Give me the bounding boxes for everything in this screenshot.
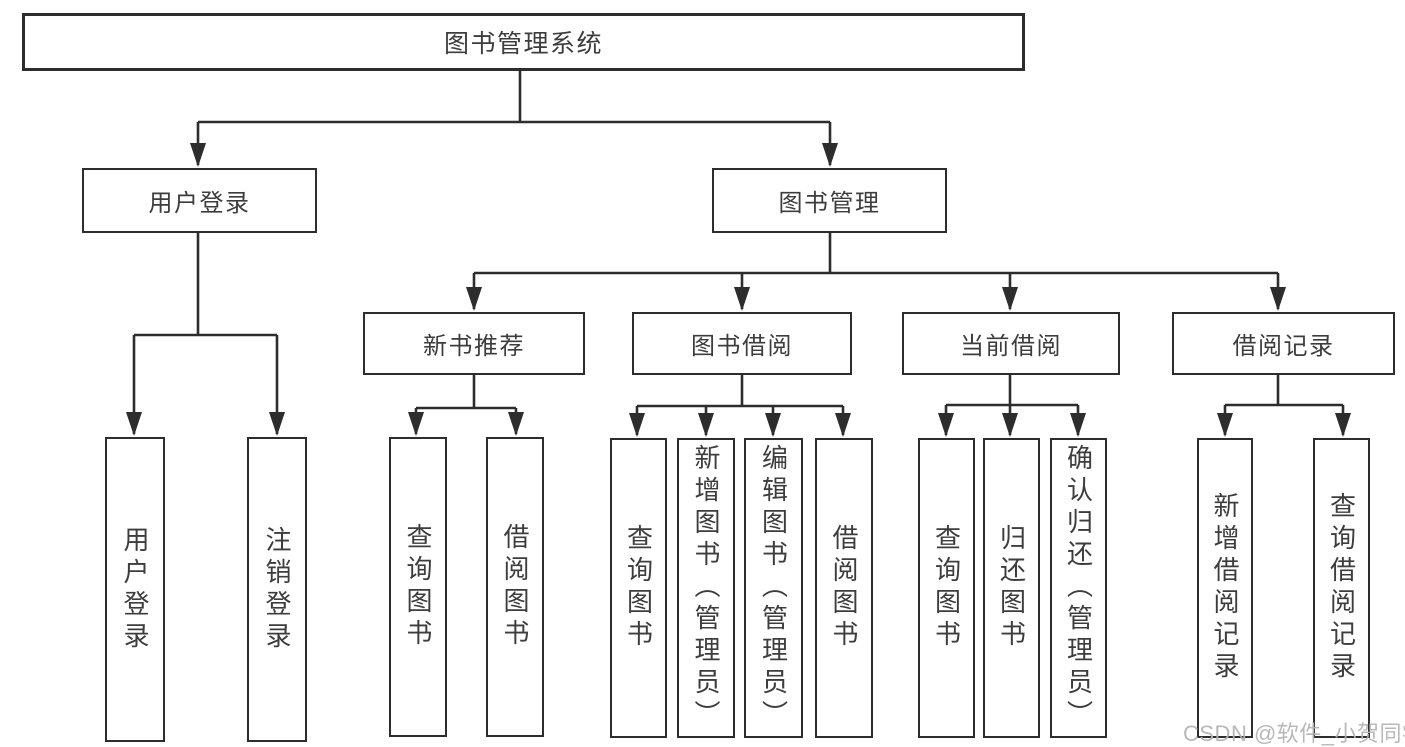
leaf-add-books-admin: 新增图书（管理员） bbox=[677, 438, 735, 738]
leaf-confirm-return-admin: 确认归还（管理员） bbox=[1050, 438, 1107, 738]
leaf-edit-books-admin-label: 编辑图书（管理员） bbox=[758, 444, 789, 732]
leaf-query-books-recommend: 查询图书 bbox=[389, 437, 447, 737]
leaf-user-login-label: 用户登录 bbox=[120, 525, 150, 654]
node-user-login: 用户登录 bbox=[82, 168, 317, 233]
node-borrowing-records-label: 借阅记录 bbox=[1232, 333, 1335, 360]
leaf-borrow-books-recommend-label: 借阅图书 bbox=[500, 523, 530, 651]
node-new-book-recommend-label: 新书推荐 bbox=[423, 333, 525, 360]
leaf-query-books-recommend-label: 查询图书 bbox=[403, 523, 433, 651]
leaf-borrow-books-label: 借阅图书 bbox=[829, 524, 859, 652]
node-current-borrowing: 当前借阅 bbox=[902, 312, 1120, 375]
leaf-add-books-admin-label: 新增图书（管理员） bbox=[691, 444, 721, 732]
leaf-query-books-borrowing-label: 查询图书 bbox=[623, 524, 654, 652]
leaf-query-borrow-record-label: 查询借阅记录 bbox=[1326, 492, 1357, 684]
leaf-return-books-label: 归还图书 bbox=[996, 524, 1027, 652]
node-root: 图书管理系统 bbox=[22, 13, 1025, 71]
leaf-return-books: 归还图书 bbox=[983, 438, 1040, 738]
leaf-borrow-books: 借阅图书 bbox=[815, 438, 873, 738]
leaf-add-borrow-record: 新增借阅记录 bbox=[1197, 438, 1253, 738]
leaf-logout-label: 注销登录 bbox=[262, 525, 292, 654]
leaf-query-books-current-label: 查询图书 bbox=[931, 524, 962, 652]
leaf-logout: 注销登录 bbox=[247, 437, 307, 742]
leaf-query-books-current: 查询图书 bbox=[918, 438, 975, 738]
node-book-borrowing-label: 图书借阅 bbox=[691, 333, 793, 360]
node-user-login-label: 用户登录 bbox=[148, 190, 251, 217]
csdn-watermark: CSDN @软件_小贺同学 bbox=[1183, 721, 1405, 746]
node-current-borrowing-label: 当前借阅 bbox=[960, 333, 1062, 360]
node-root-label: 图书管理系统 bbox=[443, 30, 603, 58]
leaf-edit-books-admin: 编辑图书（管理员） bbox=[744, 438, 803, 738]
leaf-borrow-books-recommend: 借阅图书 bbox=[486, 437, 544, 737]
leaf-user-login: 用户登录 bbox=[105, 437, 165, 742]
node-borrowing-records: 借阅记录 bbox=[1172, 312, 1395, 375]
node-book-management-label: 图书管理 bbox=[778, 190, 881, 217]
leaf-add-borrow-record-label: 新增借阅记录 bbox=[1210, 492, 1240, 684]
leaf-confirm-return-admin-label: 确认归还（管理员） bbox=[1063, 444, 1094, 732]
leaf-query-borrow-record: 查询借阅记录 bbox=[1313, 438, 1370, 738]
node-book-borrowing: 图书借阅 bbox=[632, 312, 852, 375]
leaf-query-books-borrowing: 查询图书 bbox=[610, 438, 667, 738]
node-book-management: 图书管理 bbox=[712, 168, 947, 233]
node-new-book-recommend: 新书推荐 bbox=[363, 312, 585, 375]
